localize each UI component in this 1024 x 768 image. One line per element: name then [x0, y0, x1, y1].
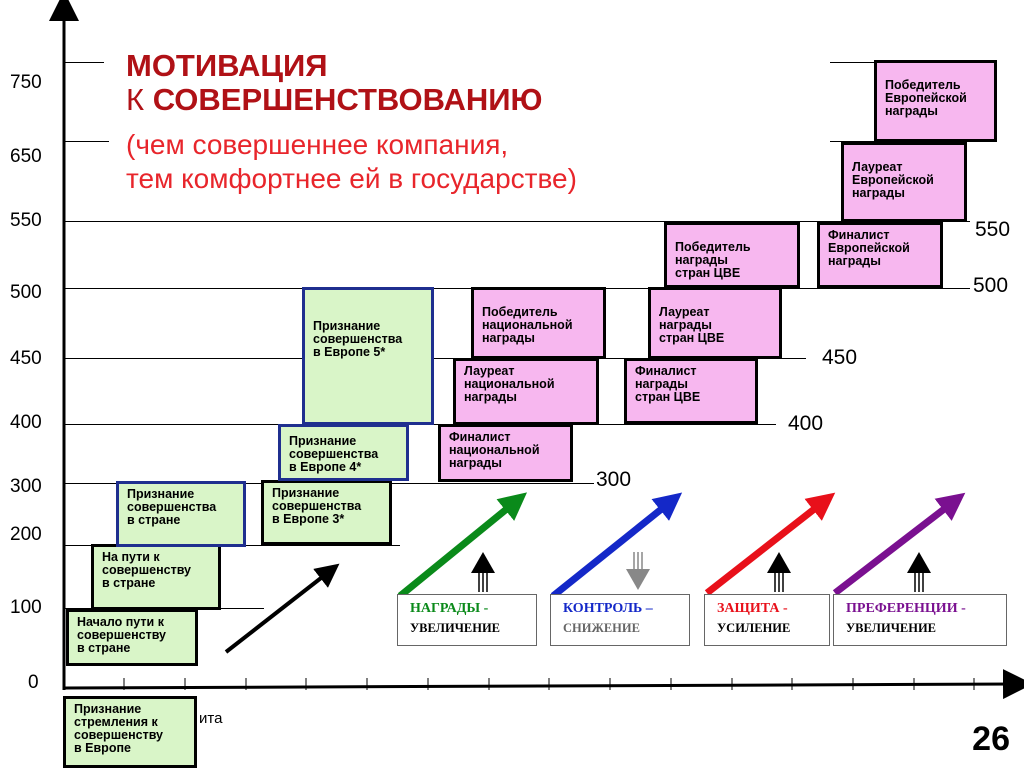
box-start-path-country: Начало пути к совершенству в стране: [66, 609, 198, 666]
legend-control-name: КОНТРОЛЬ –: [563, 601, 653, 616]
trend-arrow-purple: [832, 492, 966, 596]
right-label-450: 450: [822, 346, 858, 369]
right-label-500: 500: [973, 274, 1009, 297]
trend-arrow-green: [397, 492, 528, 599]
up-arrow-preferences: [907, 552, 931, 592]
level-line-450: [64, 358, 806, 359]
box-national-finalist: Финалист национальной награды: [438, 424, 573, 482]
legend-protection: ЗАЩИТА - УСИЛЕНИЕ: [704, 594, 830, 646]
box-cee-winner: Победитель награды стран ЦВЕ: [664, 222, 800, 288]
box-europe-winner: Победитель Европейской награды: [874, 60, 997, 142]
level-line-650: [64, 141, 109, 142]
down-arrow-control: [626, 552, 650, 590]
level-line-650-right: [830, 141, 910, 142]
box-europe-3star: Признание совершенства в Европе 3*: [261, 480, 392, 545]
y-label-400: 400: [10, 412, 42, 433]
box-on-path-country: На пути к совершенству в стране: [91, 544, 221, 610]
y-label-100: 100: [10, 597, 42, 618]
right-label-400: 400: [788, 412, 824, 435]
legend-control: КОНТРОЛЬ – СНИЖЕНИЕ: [550, 594, 690, 646]
level-line-750: [64, 62, 104, 63]
box-national-winner: Победитель национальной награды: [471, 287, 606, 359]
box-europe-aspiration: Признание стремления к совершенству в Ев…: [63, 696, 197, 768]
y-label-500: 500: [10, 282, 42, 303]
legend-protection-name: ЗАЩИТА -: [717, 601, 788, 616]
level-line-550: [64, 221, 970, 222]
box-europe-finalist: Финалист Европейской награды: [817, 222, 943, 288]
y-label-650: 650: [10, 146, 42, 167]
y-label-750: 750: [10, 72, 42, 93]
page-number: 26: [972, 720, 1010, 758]
y-label-550: 550: [10, 210, 42, 231]
subtitle: (чем совершеннее компания, тем комфортне…: [126, 129, 577, 194]
box-cee-laureate: Лауреат награды стран ЦВЕ: [648, 287, 782, 359]
up-arrow-protection: [767, 552, 791, 592]
partial-axis-text: ита: [199, 710, 223, 727]
trend-arrow-blue: [550, 492, 683, 599]
box-europe-5star: Признание совершенства в Европе 5*: [302, 287, 434, 425]
box-national-laureate: Лауреат национальной награды: [453, 358, 599, 425]
box-europe-4star: Признание совершенства в Европе 4*: [278, 424, 409, 481]
right-label-300: 300: [596, 468, 632, 491]
y-label-300: 300: [10, 476, 42, 497]
legend-preferences-name: ПРЕФЕРЕНЦИИ -: [846, 601, 966, 616]
box-europe-laureate: Лауреат Европейской награды: [841, 142, 967, 222]
x-axis: [63, 669, 1024, 700]
trend-arrow-black: [224, 563, 340, 654]
right-label-550: 550: [975, 218, 1011, 241]
legend-awards-action: УВЕЛИЧЕНИЕ: [410, 621, 501, 635]
legend-control-action: СНИЖЕНИЕ: [563, 621, 640, 635]
legend-preferences: ПРЕФЕРЕНЦИИ - УВЕЛИЧЕНИЕ: [833, 594, 1007, 646]
level-line-750-right: [830, 62, 874, 63]
legend-preferences-action: УВЕЛИЧЕНИЕ: [846, 621, 937, 635]
trend-arrow-red: [704, 492, 836, 596]
legend-awards: НАГРАДЫ - УВЕЛИЧЕНИЕ: [397, 594, 537, 646]
legend-awards-name: НАГРАДЫ -: [410, 601, 489, 616]
title-line2: К СОВЕРШЕНСТВОВАНИЮ: [126, 82, 543, 117]
y-label-0: 0: [28, 672, 39, 693]
up-arrow-awards: [471, 552, 495, 592]
x-axis-ticks: [123, 678, 975, 690]
title-line1: МОТИВАЦИЯ: [126, 48, 328, 83]
box-cee-finalist: Финалист награды стран ЦВЕ: [624, 358, 758, 424]
y-label-450: 450: [10, 348, 42, 369]
y-label-200: 200: [10, 524, 42, 545]
box-recognition-country: Признание совершенства в стране: [116, 481, 246, 547]
legend-protection-action: УСИЛЕНИЕ: [717, 621, 791, 635]
